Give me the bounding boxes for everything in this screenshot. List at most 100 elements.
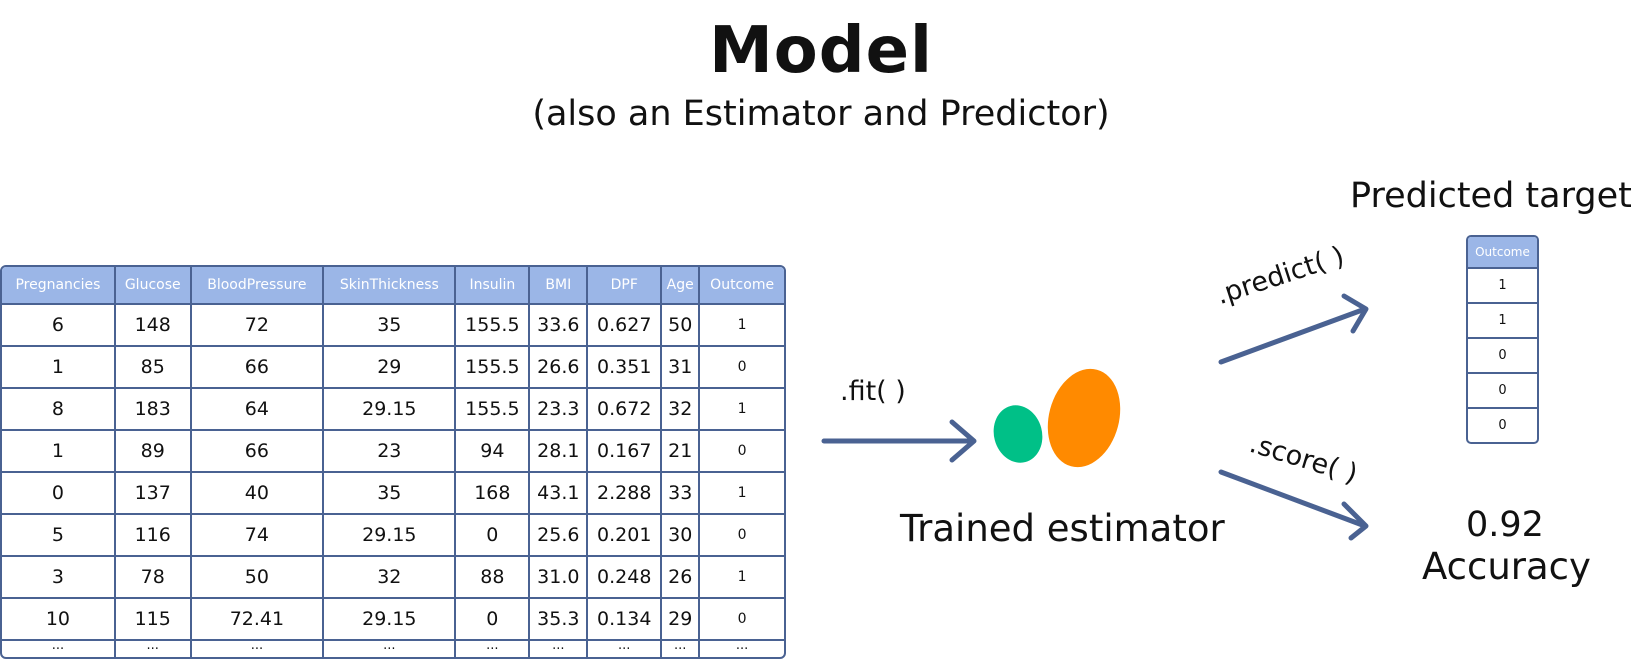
column-header: Age — [662, 267, 701, 305]
table-cell: 155.5 — [456, 389, 531, 431]
fit-label: .fit( ) — [840, 376, 906, 407]
table-row: ........................... — [2, 638, 784, 657]
table-cell: 0.248 — [588, 557, 663, 599]
table-cell: 26 — [662, 557, 701, 599]
column-header: Insulin — [456, 267, 531, 305]
table-cell: 0.351 — [588, 347, 663, 389]
table-cell: 0 — [2, 473, 116, 515]
table-cell: 1 — [700, 557, 784, 599]
table-cell: 0.672 — [588, 389, 663, 431]
predicted-cell: 1 — [1468, 304, 1537, 339]
estimator-orange-shape — [1047, 368, 1121, 468]
predicted-cell: 0 — [1498, 418, 1507, 433]
table-cell: 72 — [191, 305, 325, 347]
table-cell: 0.167 — [588, 431, 663, 473]
table-cell: 35 — [324, 305, 457, 347]
column-header: Pregnancies — [2, 267, 116, 305]
predicted-row: 1 — [1468, 304, 1537, 339]
table-cell: ... — [192, 639, 325, 657]
table-cell: 29.15 — [324, 515, 457, 557]
predicted-row: 0 — [1468, 409, 1537, 442]
table-cell: 148 — [115, 305, 192, 347]
table-cell: 10 — [2, 599, 116, 641]
table-cell: 0.201 — [588, 515, 663, 557]
table-cell: 6 — [2, 305, 116, 347]
table-cell: ... — [588, 639, 663, 657]
table-cell: 0 — [700, 515, 784, 557]
table-cell: 50 — [191, 557, 325, 599]
table-cell: 25.6 — [530, 515, 589, 557]
table-cell: 94 — [456, 431, 531, 473]
table-cell: ... — [116, 639, 192, 657]
table-cell: 29.15 — [324, 599, 457, 641]
table-cell: 1 — [2, 347, 116, 389]
predicted-cell: 0 — [1468, 339, 1537, 374]
column-header: BMI — [530, 267, 589, 305]
table-cell: 168 — [456, 473, 531, 515]
table-cell: 0.134 — [588, 599, 663, 641]
predicted-cell: 0 — [1468, 374, 1537, 409]
table-cell: 28.1 — [530, 431, 589, 473]
table-cell: 155.5 — [456, 305, 531, 347]
accuracy-value: 0.92 — [1466, 505, 1544, 545]
table-cell: 50 — [662, 305, 701, 347]
table-cell: 78 — [115, 557, 192, 599]
trained-estimator-label: Trained estimator — [900, 507, 1225, 550]
column-header: BloodPressure — [191, 267, 325, 305]
table-cell: 88 — [456, 557, 531, 599]
table-cell: 1 — [2, 431, 116, 473]
table-cell: 2.288 — [588, 473, 663, 515]
table-cell: 0 — [456, 515, 531, 557]
table-cell: 155.5 — [456, 347, 531, 389]
table-cell: 29.15 — [324, 389, 457, 431]
table-cell: 85 — [115, 347, 192, 389]
table-cell: 1 — [700, 389, 784, 431]
predicted-row: 0 — [1468, 339, 1537, 374]
table-cell: 23.3 — [530, 389, 589, 431]
table-cell: ... — [662, 639, 701, 657]
table-cell: 29 — [662, 599, 701, 641]
page-title: Model — [709, 14, 933, 88]
page-subtitle: (also an Estimator and Predictor) — [532, 94, 1110, 134]
column-header: Glucose — [115, 267, 192, 305]
table-cell: 0 — [700, 431, 784, 473]
column-header: DPF — [588, 267, 663, 305]
table-cell: 5 — [2, 515, 116, 557]
score-arrow — [1218, 469, 1369, 541]
table-cell: 0 — [456, 599, 531, 641]
table-cell: 26.6 — [530, 347, 589, 389]
table-cell: 115 — [115, 599, 192, 641]
table-cell: 66 — [191, 431, 325, 473]
table-cell: 35.3 — [530, 599, 589, 641]
table-cell: ... — [735, 638, 749, 653]
table-cell: 89 — [115, 431, 192, 473]
table-cell: ... — [530, 639, 589, 657]
table-cell: 1 — [700, 473, 784, 515]
table-cell: 35 — [324, 473, 457, 515]
estimator-green-shape — [993, 405, 1043, 463]
table-cell: 64 — [191, 389, 325, 431]
table-cell: 137 — [115, 473, 192, 515]
accuracy-label: Accuracy — [1422, 545, 1591, 588]
table-cell: ... — [324, 639, 457, 657]
column-header: Outcome — [700, 267, 784, 305]
table-cell: 183 — [115, 389, 192, 431]
table-cell: 0 — [700, 599, 784, 641]
predicted-cell: 1 — [1468, 269, 1537, 304]
table-cell: ... — [2, 639, 116, 657]
table-cell: 33 — [662, 473, 701, 515]
predict-arrow — [1218, 293, 1369, 365]
table-cell: 32 — [662, 389, 701, 431]
